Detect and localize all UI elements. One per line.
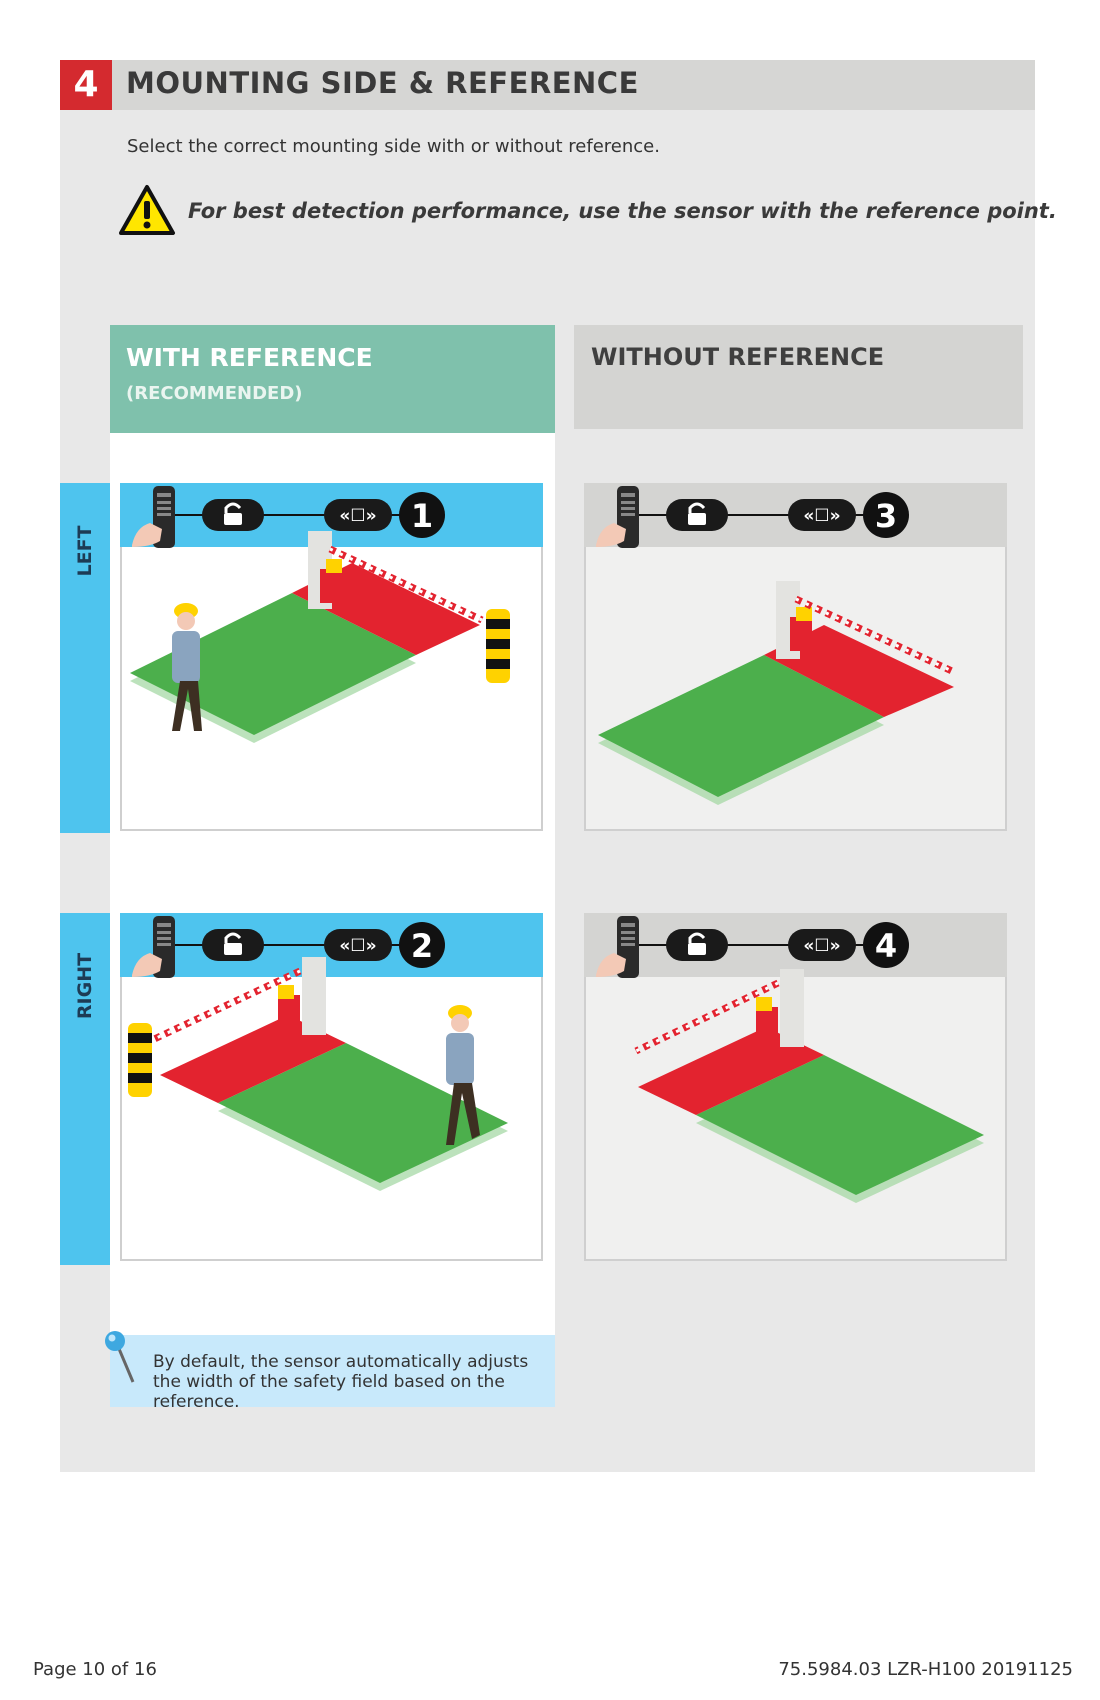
reference-mode-icon: «☐»	[324, 929, 392, 961]
section-number: 4	[60, 60, 112, 110]
step-number-badge	[863, 922, 909, 968]
unlock-icon	[202, 499, 264, 531]
section-header-bar	[60, 60, 1035, 110]
svg-text:«☐»: «☐»	[803, 936, 840, 956]
barrier-post	[308, 531, 342, 609]
step-number: 3	[875, 497, 897, 535]
left-side-label: LEFT	[74, 525, 96, 577]
step-number-badge	[399, 492, 445, 538]
tile-with-reference-left: «☐» 1	[120, 483, 543, 831]
right-side-label: RIGHT	[74, 952, 96, 1020]
step-number: 1	[411, 497, 433, 535]
with-reference-subtitle: (RECOMMENDED)	[126, 383, 303, 404]
tile-without-reference-right: «☐» 4	[584, 913, 1007, 1261]
without-reference-title: WITHOUT REFERENCE	[591, 343, 885, 371]
step-number: 4	[875, 927, 897, 965]
document-reference: 75.5984.03 LZR-H100 20191125	[778, 1659, 1073, 1680]
remote-control-icon	[132, 486, 175, 548]
tile-without-reference-left: «☐» 3	[584, 483, 1007, 831]
reference-bollard	[128, 1023, 152, 1097]
right-side-band	[60, 913, 110, 1265]
remote-control-icon	[596, 916, 639, 978]
with-reference-header	[110, 325, 555, 433]
svg-text:«☐»: «☐»	[339, 936, 376, 956]
note-box	[110, 1335, 555, 1407]
worker-figure	[446, 1005, 480, 1145]
barrier-arm	[148, 967, 302, 1045]
left-side-band	[60, 483, 110, 833]
intro-text: Select the correct mounting side with or…	[127, 136, 660, 157]
reference-mode-icon: «☐»	[788, 499, 856, 531]
reference-mode-icon: «☐»	[324, 499, 392, 531]
step-number-badge	[399, 922, 445, 968]
with-reference-title: WITH REFERENCE	[126, 343, 373, 372]
unlock-icon	[202, 929, 264, 961]
barrier-post	[278, 957, 326, 1035]
remote-control-icon	[132, 916, 175, 978]
worker-figure	[172, 603, 202, 731]
remote-control-icon	[596, 486, 639, 548]
warning-icon	[119, 185, 175, 235]
barrier-post	[776, 581, 812, 659]
pushpin-icon	[105, 1331, 135, 1383]
note-text: By default, the sensor automatically adj…	[153, 1352, 529, 1412]
without-reference-header	[574, 325, 1023, 429]
page-number: Page 10 of 16	[33, 1659, 157, 1680]
barrier-arm	[328, 545, 484, 624]
unlock-icon	[666, 499, 728, 531]
reference-bollard	[486, 609, 510, 683]
reference-mode-icon: «☐»	[788, 929, 856, 961]
step-number: 2	[411, 927, 433, 965]
detection-field	[160, 1015, 508, 1191]
tile-with-reference-right: «☐» 2	[120, 913, 543, 1261]
unlock-icon	[666, 929, 728, 961]
section-title: MOUNTING SIDE & REFERENCE	[126, 66, 639, 100]
svg-text:«☐»: «☐»	[339, 506, 376, 526]
barrier-post	[756, 969, 804, 1047]
detection-field	[638, 1027, 984, 1203]
svg-text:«☐»: «☐»	[803, 506, 840, 526]
warning-text: For best detection performance, use the …	[188, 199, 1057, 223]
step-number-badge	[863, 492, 909, 538]
